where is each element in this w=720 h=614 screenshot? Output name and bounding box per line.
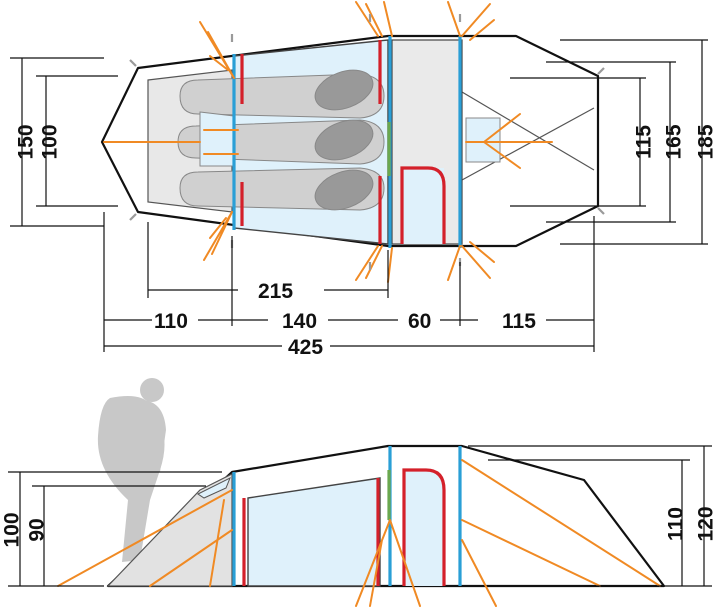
dim-label-185: 185 xyxy=(695,124,718,159)
flysheet-outline xyxy=(100,34,600,248)
tent-peg xyxy=(597,207,605,215)
side-inner-door-red xyxy=(242,478,380,586)
dim-label-215: 215 xyxy=(258,280,293,303)
side-living-door-outline xyxy=(402,468,446,586)
top-dims-right xyxy=(510,39,708,245)
vestibule-seam xyxy=(461,91,595,171)
side-view: 100 90 110 120 xyxy=(1,378,718,607)
dim-label-110-side: 110 xyxy=(665,507,688,541)
tent-peg xyxy=(129,213,137,221)
rear-vent xyxy=(465,117,501,163)
top-dims-left xyxy=(10,57,118,227)
guy-ropes-top xyxy=(103,1,553,283)
tent-peg xyxy=(129,59,137,67)
side-front-vestibule xyxy=(106,473,233,587)
dim-label-140: 140 xyxy=(282,310,317,333)
tent-peg xyxy=(597,67,605,75)
side-inner-door xyxy=(247,477,381,587)
living-area-floor xyxy=(402,168,444,244)
person-silhouette-icon xyxy=(97,378,166,562)
dim-label-165: 165 xyxy=(663,124,686,159)
dim-label-115-h: 115 xyxy=(502,310,536,333)
living-door xyxy=(400,166,446,244)
dim-label-100-side: 100 xyxy=(1,512,24,547)
dim-label-150: 150 xyxy=(15,124,38,159)
dim-label-115-v: 115 xyxy=(633,125,656,159)
vestibule-seam-2 xyxy=(461,107,595,181)
front-vent xyxy=(199,111,235,167)
top-view: 150 100 115 165 185 215 110 140 60 115 4… xyxy=(10,1,718,359)
sleeping-bag-hood xyxy=(314,119,374,161)
dim-label-90: 90 xyxy=(26,518,49,541)
dim-label-100: 100 xyxy=(39,124,62,159)
top-dims-bottom xyxy=(103,212,595,352)
side-front-flap xyxy=(197,476,231,499)
sleeping-bag-hood xyxy=(314,69,374,111)
dim-label-120: 120 xyxy=(695,506,718,541)
dim-label-60: 60 xyxy=(408,310,431,333)
side-living-door xyxy=(404,470,444,586)
dim-label-110: 110 xyxy=(154,310,188,333)
dim-label-425: 425 xyxy=(288,336,323,359)
side-dims-left xyxy=(8,471,222,587)
side-dims-right xyxy=(468,445,712,587)
sleeping-bag-hood xyxy=(314,169,374,211)
guy-ropes-side xyxy=(57,459,661,607)
